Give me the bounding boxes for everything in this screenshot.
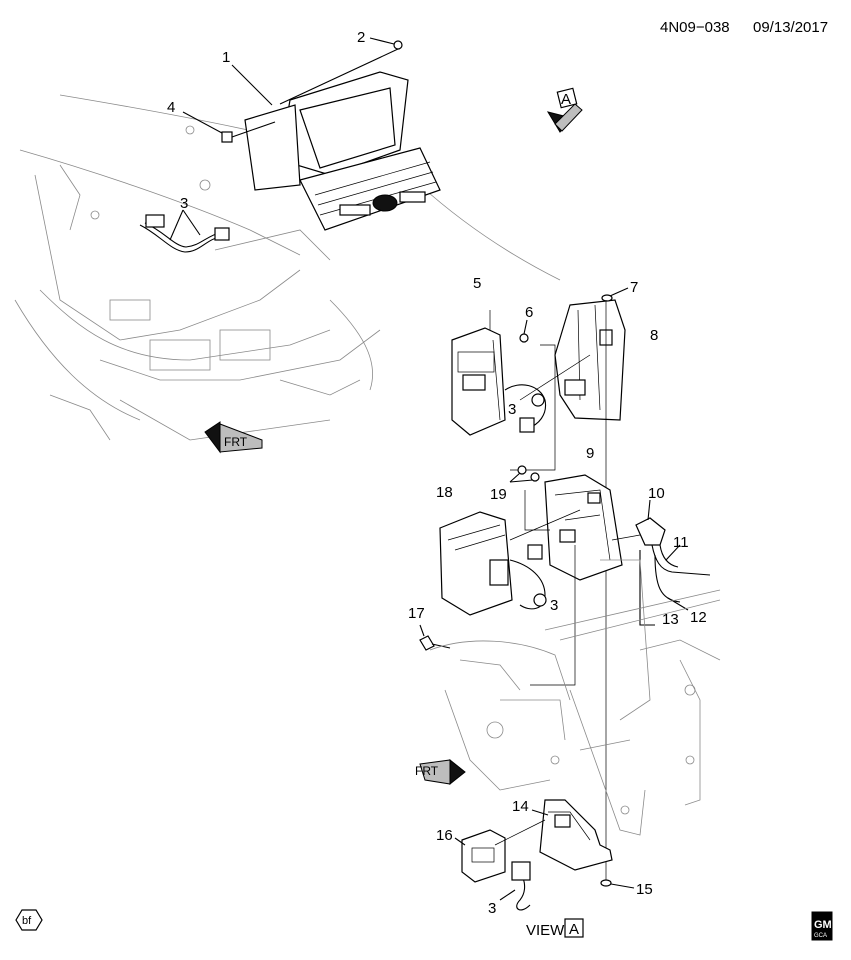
callout-label: 16 [436,827,453,844]
harness-part-3-lower [509,544,547,610]
diagram-id: 4N09−038 [660,19,730,36]
cross-car-beam-outline [429,559,721,836]
screw-part-2 [279,37,403,105]
harness-part-3-bottom [499,861,531,911]
harness-part-3-top [139,209,230,253]
callout-label: 9 [586,445,594,462]
callout-label: 10 [648,485,665,502]
gm-logo: GM GCA [811,911,833,941]
view-a-arrow: A [546,87,583,133]
nut-part-19 [509,465,540,483]
view-a-marker-letter: A [561,91,571,108]
callout-label: 3 [550,597,558,614]
callout-label: 14 [512,798,529,815]
gm-logo-subtext: GCA [814,933,827,939]
bolt-part-17 [419,624,451,651]
gm-logo-text: GM [814,919,832,931]
callout-label: 2 [357,29,365,46]
callout-label: 1 [222,49,230,66]
callout-label: 5 [473,275,481,292]
callout-label: 7 [630,279,638,296]
callout-label: 6 [525,304,533,321]
bracket-part-10 [611,499,666,546]
harness-part-13 [639,550,655,626]
bf-logo: bf [15,909,43,931]
callout-label: 3 [508,401,516,418]
callout-label: 13 [662,611,679,628]
callout-label: 8 [650,327,658,344]
washer-part-15 [600,879,635,889]
bracket-part-8 [554,299,626,421]
callout-label: 3 [180,195,188,212]
callout-label: 15 [636,881,653,898]
callout-label: 19 [490,486,507,503]
callout-label: 11 [673,534,689,551]
washer-part-7 [601,287,629,302]
view-label-letter: A [569,921,579,938]
callout-label: 12 [690,609,707,626]
bracket-part-9 [544,474,623,581]
radio-display-unit [244,71,441,231]
diagram-date: 09/13/2017 [753,19,828,36]
callout-label: 18 [436,484,453,501]
harness-part-3-mid [504,384,547,433]
frt-label-top: FRT [224,435,248,449]
callout-label: 3 [488,900,496,917]
clip-part-4 [182,111,276,143]
bracket-part-14 [531,799,613,871]
screw-part-6 [519,319,529,343]
instrument-panel-outline [14,94,561,441]
harness-part-11 [651,544,711,576]
view-label: VIEW A [526,918,584,939]
frt-arrow-bottom: FRT [415,758,466,786]
callout-label: 4 [167,99,175,116]
view-label-prefix: VIEW [526,922,565,939]
module-part-18 [439,511,513,616]
callout-label: 17 [408,605,425,622]
frt-label-bottom: FRT [415,764,439,778]
bf-logo-text: bf [22,915,32,927]
module-part-16 [454,829,506,883]
module-part-5 [451,327,506,436]
frt-arrow-top: FRT [204,421,263,454]
harness-part-12 [654,554,689,611]
